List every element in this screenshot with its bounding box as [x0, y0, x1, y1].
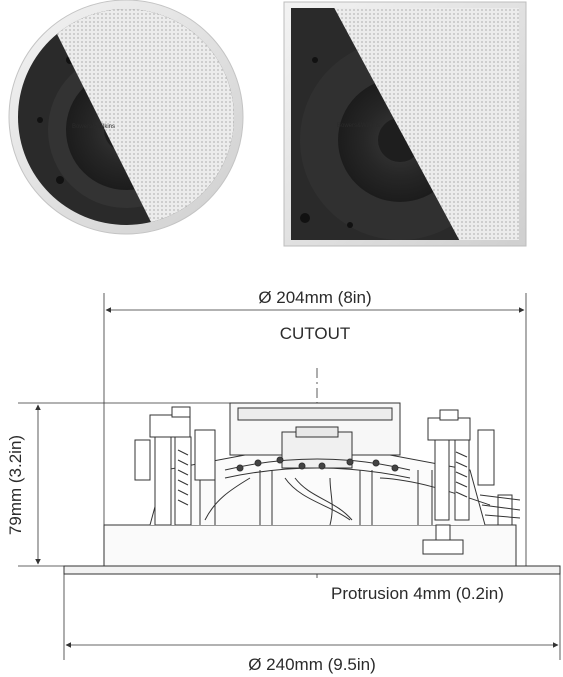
square-speaker-image: Bowers&Wilkins: [283, 1, 527, 247]
speaker-side-view: [63, 368, 561, 580]
protrusion-label: Protrusion 4mm (0.2in): [331, 584, 504, 603]
right-clamp: [422, 409, 521, 555]
round-speaker-brand-text: Bowers&Wilkins: [72, 124, 115, 130]
round-speaker-image: Bowers&Wilkins: [8, 0, 244, 235]
overall-diameter-label: Ø 240mm (9.5in): [248, 655, 376, 674]
left-clamp: [134, 406, 216, 526]
depth-dimension: [18, 402, 230, 567]
square-speaker-brand-text: Bowers&Wilkins: [337, 123, 380, 129]
cutout-label: CUTOUT: [280, 324, 351, 343]
cutout-diameter-label: Ø 204mm (8in): [258, 288, 371, 307]
cutout-dimension: [103, 293, 527, 566]
depth-label: 79mm (3.2in): [6, 435, 25, 535]
bezel-plate: [63, 565, 561, 575]
overall-dimension: [63, 574, 561, 660]
